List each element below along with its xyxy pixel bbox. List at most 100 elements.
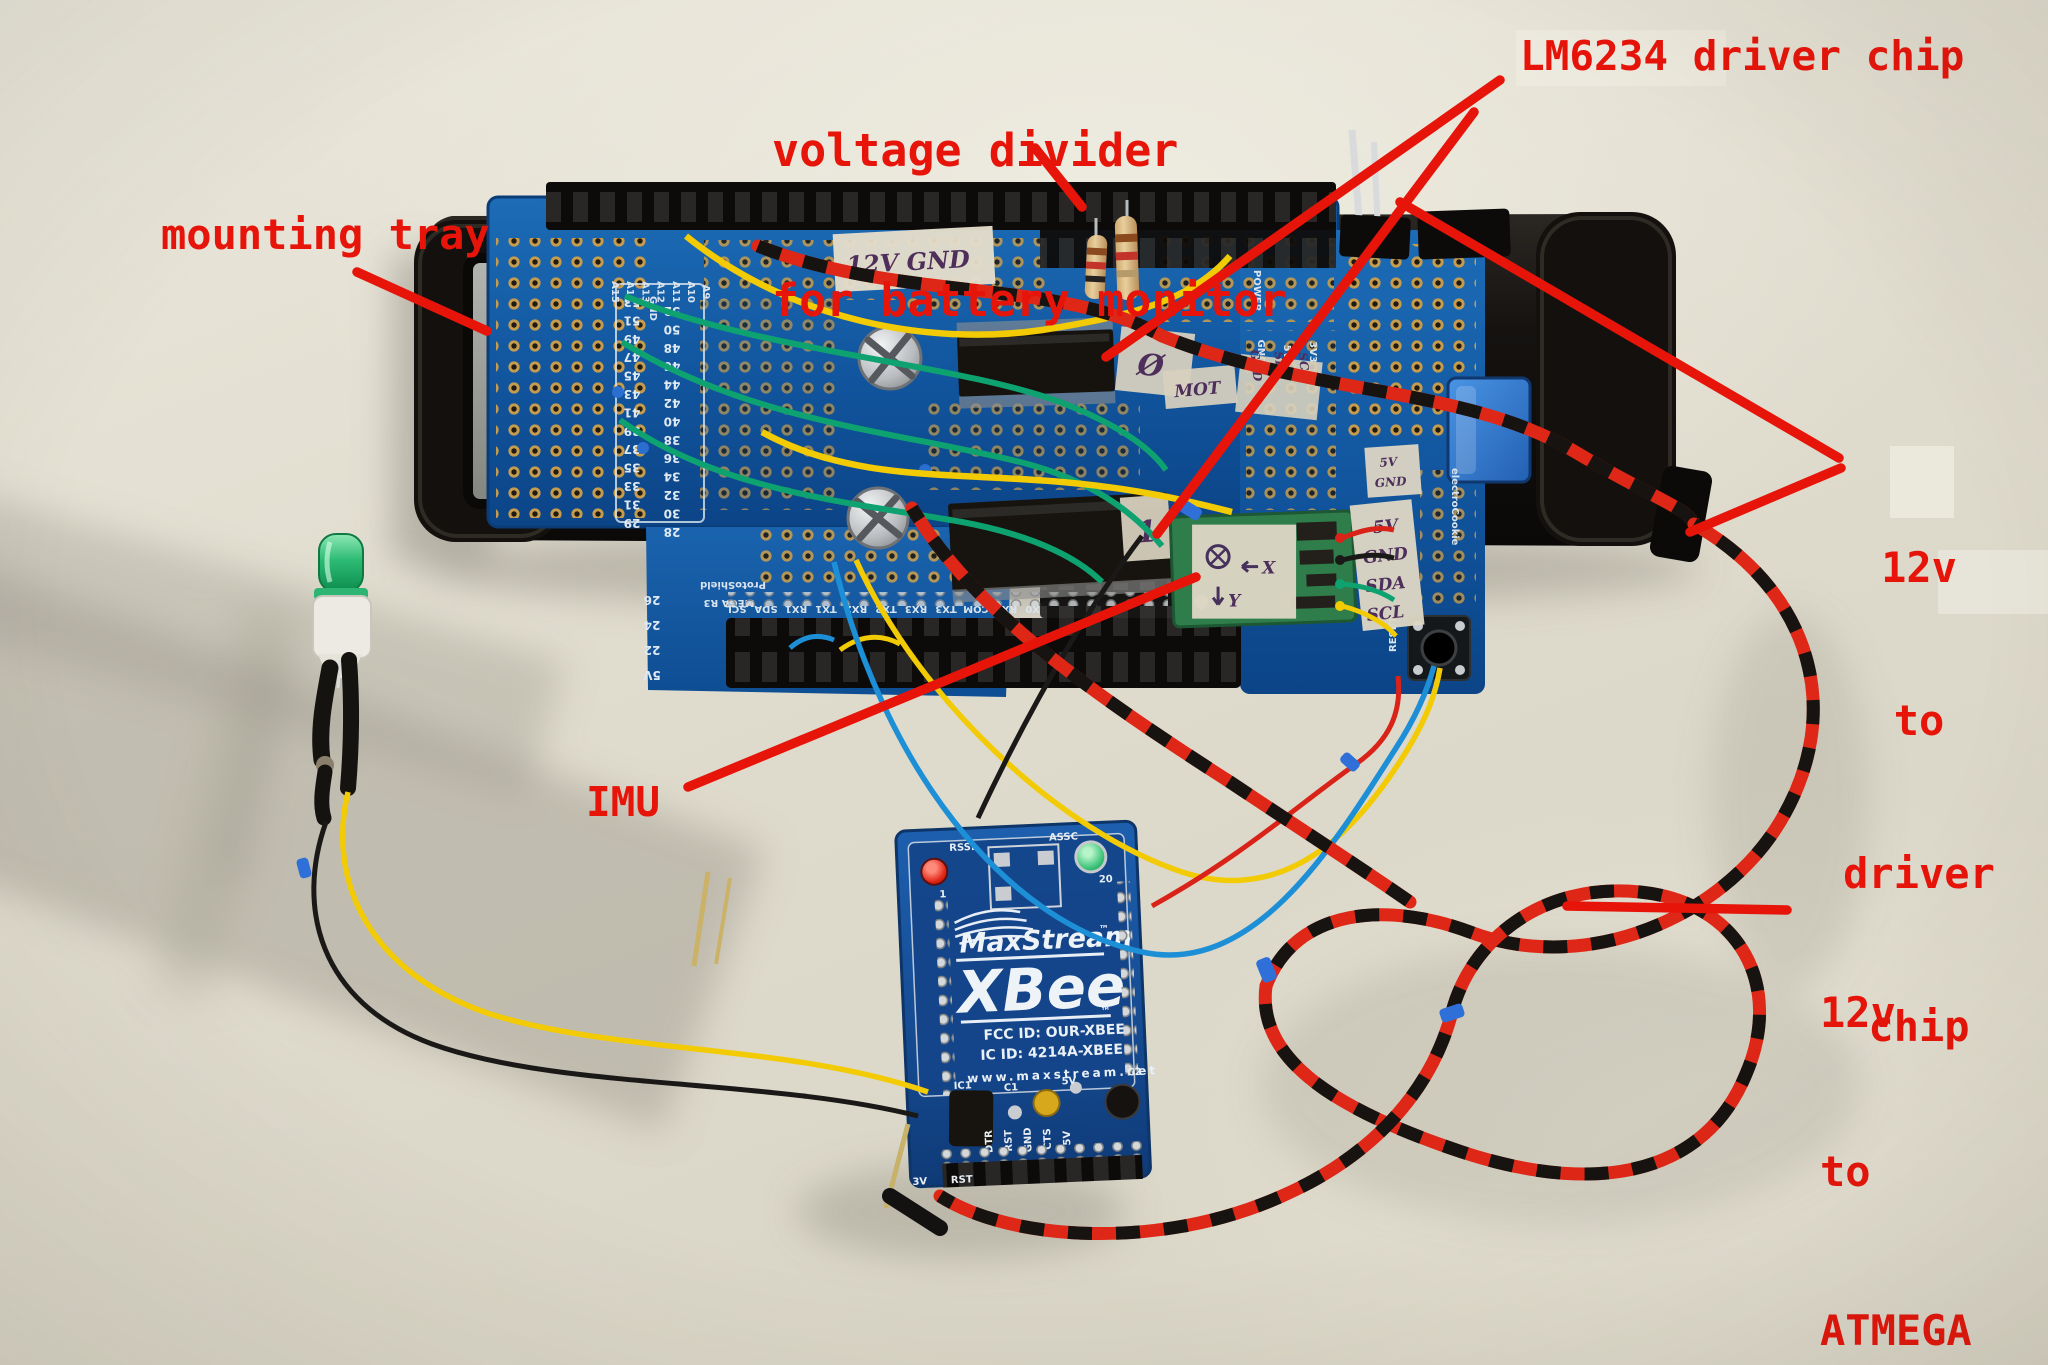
power-cable-loop: [296, 500, 1820, 1240]
repeat-label: 48: [664, 341, 681, 355]
repeat-label: 33: [624, 479, 641, 493]
repeat-label: 24: [644, 618, 661, 632]
repeat-label: A12: [655, 281, 666, 303]
tray-right-cap: [1536, 212, 1676, 546]
repeat-label: 26: [644, 593, 661, 607]
repeat-label: RX1: [785, 603, 807, 614]
repeat-label: RX0: [995, 603, 1017, 614]
repeat-label: 31: [624, 497, 641, 511]
capacitor-dot: [637, 442, 649, 454]
repeat-label: TX3: [935, 603, 957, 614]
imu-hookup-wires: [1335, 525, 1398, 638]
repeat-label: 42: [664, 396, 681, 410]
caption-12v-driver: 12v to driver chip: [1834, 440, 2004, 1103]
repeat-label: 34: [664, 470, 681, 484]
repeat-label: TX0: [1025, 603, 1047, 614]
repeat-label: COM: [963, 603, 989, 614]
svg-text:MOT: MOT: [1173, 378, 1223, 402]
repeat-label: 50: [664, 322, 681, 336]
caption-line: 12v: [1820, 988, 1896, 1037]
pointer-driver-chip-2: [1152, 107, 1479, 539]
svg-text:Ø: Ø: [1134, 347, 1167, 385]
svg-text:GND: GND: [1374, 474, 1407, 490]
repeat-label: RST: [1003, 1129, 1015, 1151]
repeat-label: 37: [624, 442, 641, 456]
pointer-imu: [683, 572, 1201, 792]
xbee-model-tm: ™: [1100, 1006, 1110, 1017]
blue-wire-xbee: [831, 561, 1437, 958]
blue-wire-connector: [1340, 752, 1360, 772]
imu-tape: X Y: [1192, 524, 1297, 619]
repeat-label: RST: [951, 1174, 973, 1186]
repeat-label: TX2: [875, 603, 897, 614]
repeat-label: SCL: [725, 603, 747, 614]
header-pin-labels: GND 5V 3V3: [1255, 340, 1318, 365]
xbee-c2-ref: C2: [1127, 1067, 1142, 1079]
trimpot-1: [857, 325, 923, 391]
xbee-pin-column-right: [1116, 881, 1139, 1080]
repeat-label: A9: [700, 285, 711, 300]
xbee-regulator: [948, 1090, 994, 1147]
repeat-label: GND: [1255, 340, 1266, 365]
caption-driver-chip: LM6234 driver chip: [1520, 32, 1965, 80]
tape-mot: MOT: [1162, 364, 1238, 410]
caption-voltage-divider: voltage divider for battery monitor: [772, 26, 1287, 376]
repeat-label: CTS: [1042, 1128, 1054, 1150]
pointer-mounting-tray: [352, 267, 492, 336]
repeat-label: 5V: [1062, 1130, 1074, 1145]
repeat-label: 32: [664, 488, 681, 502]
caption-line: to: [1820, 1147, 1871, 1196]
caption-12v-atmega: 12v to ATMEGA board: [1820, 880, 1972, 1365]
repeat-label: 43: [624, 387, 641, 401]
repeat-label: A14: [624, 281, 635, 303]
yellow-wire-xbee: [853, 558, 1443, 884]
repeat-label: A10: [685, 281, 696, 303]
imu-module: X Y: [1168, 509, 1358, 629]
xbee-antenna-pads: [987, 843, 1062, 911]
xbee-ic-line: IC ID: 4214A-XBEE: [980, 1042, 1123, 1064]
signal-wires: [311, 534, 1443, 1119]
yellow-wire-led: [339, 791, 929, 1095]
repeat-label: 28: [664, 525, 681, 539]
xbee-capacitor: [1032, 1089, 1061, 1118]
xbee-red-led: [920, 857, 949, 886]
reset-button: [1407, 615, 1471, 681]
pointer-voltage-divider: [1030, 143, 1087, 212]
voltage-divider-resistors: [1084, 200, 1140, 301]
repeat-label: DTR: [984, 1130, 996, 1154]
repeat-label: 29: [624, 516, 641, 530]
caption-imu: IMU: [586, 778, 661, 826]
xbee-c1-ref: C1: [1004, 1082, 1019, 1094]
repeat-label: SDA: [754, 603, 778, 614]
heatshrink-joint: [882, 1188, 948, 1236]
repeat-label: 44: [664, 378, 681, 392]
repeat-label: A11: [670, 281, 681, 303]
caption-mounting-tray: mounting tray: [161, 210, 490, 259]
pointer-12v-driver-bottom: [1685, 463, 1846, 537]
repeat-label: 45: [624, 369, 641, 383]
capacitor-dot: [612, 386, 624, 398]
indicator-led: [312, 533, 372, 826]
driver-chip-1: [956, 317, 1116, 409]
repeat-label: 5V: [1281, 345, 1292, 360]
xbee-assc-label: ASSC: [1049, 831, 1078, 843]
imu-axis-y: Y: [1228, 592, 1242, 612]
caption-line: 12v: [1881, 543, 1957, 592]
xbee-pin-column-left: [934, 897, 957, 1096]
xbee-5v-ref: 5V: [1061, 1076, 1076, 1088]
xbee-ic1-ref: IC1: [953, 1080, 972, 1092]
blue-cable-tie: [1179, 500, 1202, 521]
trimpot-2: [846, 486, 910, 550]
red-wire-xbee: [1150, 675, 1402, 909]
repeat-label: 3V3: [1307, 341, 1318, 363]
svg-text:5V: 5V: [1379, 455, 1399, 470]
repeat-label: RX3: [905, 603, 927, 614]
